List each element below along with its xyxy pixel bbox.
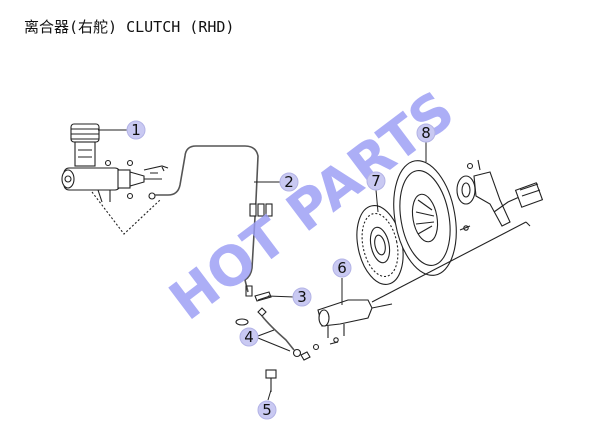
clutch-pipe <box>155 145 259 293</box>
clutch-pressure-plate <box>393 160 457 276</box>
clutch-hose <box>235 307 320 361</box>
svg-text:8: 8 <box>421 124 431 142</box>
svg-text:2: 2 <box>284 173 294 191</box>
callout-8: 8 <box>416 123 436 143</box>
clip <box>254 291 272 302</box>
bleeder-bolt <box>265 369 277 392</box>
release-fork-assembly <box>456 159 544 231</box>
callout-4: 4 <box>239 327 259 347</box>
callout-7: 7 <box>366 171 386 191</box>
callout-5: 5 <box>257 400 277 420</box>
callout-2: 2 <box>279 172 299 192</box>
svg-text:7: 7 <box>371 172 381 190</box>
pipe-clips <box>249 203 273 217</box>
page-title: 离合器(右舵) CLUTCH (RHD) <box>24 18 235 36</box>
svg-text:1: 1 <box>131 121 141 139</box>
callout-1: 1 <box>126 120 146 140</box>
callout-3: 3 <box>292 287 312 307</box>
clutch-slave-cylinder <box>317 299 393 345</box>
svg-text:3: 3 <box>297 288 307 306</box>
callout-6: 6 <box>332 258 352 278</box>
clutch-master-cylinder <box>61 123 169 235</box>
svg-text:4: 4 <box>244 328 254 346</box>
clutch-disc <box>356 205 404 285</box>
svg-text:6: 6 <box>337 259 347 277</box>
svg-text:5: 5 <box>262 401 272 419</box>
